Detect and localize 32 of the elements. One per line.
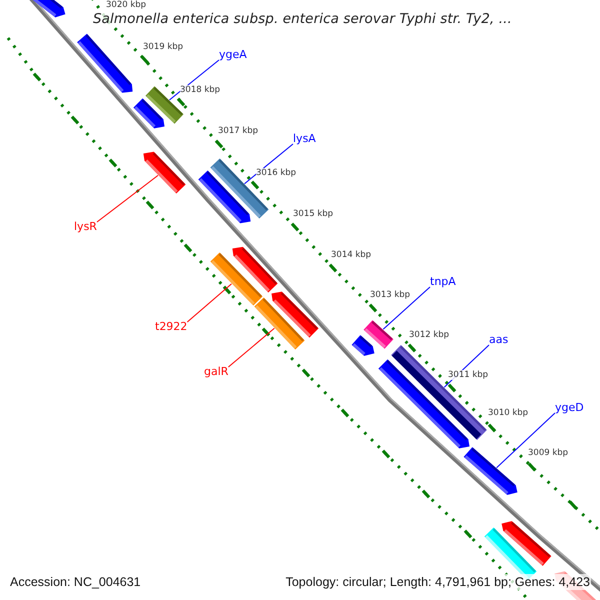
tick-label: 3020 kbp	[106, 0, 146, 10]
tick-label: 3019 kbp	[143, 42, 184, 52]
gene-block	[210, 252, 263, 306]
gene-label: tnpA	[430, 275, 456, 289]
gene-block	[254, 297, 305, 350]
leader-line	[228, 328, 275, 368]
tick-label: 3012 kbp	[409, 330, 450, 340]
tick-label: 3010 kbp	[488, 408, 528, 418]
leader-line	[186, 283, 232, 322]
leader-line	[496, 412, 556, 468]
tick-label: 3011 kbp	[448, 370, 488, 380]
leader-line	[382, 286, 430, 330]
tick-label: 3009 kbp	[528, 448, 568, 458]
tick-label: 3018 kbp	[180, 85, 220, 95]
gene-label: t2922	[155, 320, 188, 334]
tick-label: 3017 kbp	[218, 126, 258, 136]
gene-label: aas	[489, 333, 508, 347]
gene-label: ygeD	[555, 401, 584, 415]
leader-line	[244, 144, 294, 184]
gene-label: ygeA	[219, 48, 247, 62]
genome-summary: Topology: circular; Length: 4,791,961 bp; Genes: 4,423	[284, 574, 591, 590]
gene-label: galR	[204, 365, 228, 379]
tick-label: 3016 kbp	[256, 168, 296, 178]
gene-label: lysR	[74, 220, 97, 234]
title: Salmonella enterica subsp. enterica serovar Typhi str. Ty2, ...	[93, 11, 512, 27]
leader-line	[168, 60, 220, 100]
accession-text: Accession: NC_004631	[9, 574, 142, 590]
gene-label: lysA	[293, 132, 316, 146]
tick-label: 3013 kbp	[370, 290, 410, 300]
tick-label: 3015 kbp	[293, 209, 334, 219]
tick-label: 3014 kbp	[331, 250, 372, 260]
leader-line	[96, 174, 158, 222]
